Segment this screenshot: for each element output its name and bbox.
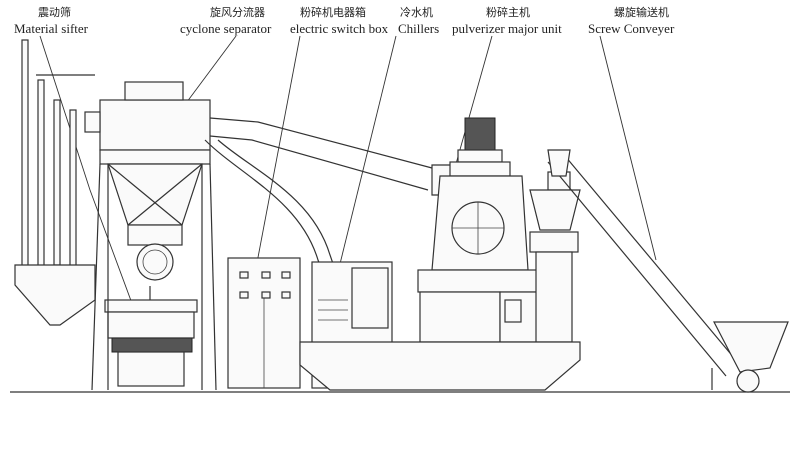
conveyer-inlet-hopper — [713, 321, 789, 373]
cyclone-rotary-valve-inner — [142, 249, 168, 275]
leader-screw-conveyer — [599, 35, 657, 261]
cyclone-brace-2 — [127, 163, 203, 226]
feeder-funnel — [529, 189, 581, 231]
switch-box-indicator-2 — [261, 271, 271, 279]
screw-conveyer-label-zh: 螺旋输送机 — [614, 6, 669, 19]
pulverizer-frame-left — [419, 291, 501, 343]
machine-base — [299, 341, 581, 391]
feeder-column — [535, 251, 573, 343]
material-sifter-label-zh: 震动筛 — [38, 6, 71, 19]
screw-conveyer-label-en: Screw Conveyer — [588, 21, 675, 36]
sifter-pipe-1 — [21, 39, 29, 276]
pulverizer-major-unit — [299, 117, 581, 391]
chillers-label-en: Chillers — [398, 21, 440, 36]
leader-material-sifter — [39, 35, 141, 326]
cyclone-neck — [127, 224, 183, 246]
cyclone-rotary-valve — [136, 243, 174, 281]
pulverizer-control-panel — [504, 299, 522, 323]
cyclone-leg-right — [209, 163, 217, 391]
pulverizer-major-unit-label-zh: 粉碎主机 — [486, 6, 530, 19]
vibrating-screen-body — [107, 311, 195, 339]
return-pipe-inner — [217, 139, 343, 291]
pulverizer-motor-mount — [457, 149, 503, 163]
screw-conveyer — [547, 149, 789, 393]
conveyer-discharge — [547, 149, 571, 177]
cyclone-cone — [107, 163, 203, 226]
return-pipe-outer — [204, 139, 331, 291]
cyclone-leg-left — [91, 163, 101, 391]
conveyer-tube-upper — [559, 149, 741, 366]
switch-box-button-3 — [281, 291, 291, 299]
chillers-label-zh: 冷水机 — [400, 6, 433, 19]
electric-switch-box-label-en: electric switch box — [290, 21, 389, 36]
duct-upper-edge — [209, 117, 433, 169]
vibrating-screen-stand — [117, 351, 185, 387]
sifter-pipe-3 — [53, 99, 61, 266]
pulverizer-base-plate — [417, 269, 539, 293]
vibrating-screen-top — [104, 299, 198, 313]
vibrating-screen-base — [111, 337, 193, 353]
cyclone-separator-label-zh: 旋风分流器 — [210, 6, 265, 19]
cyclone-separator-label-en: cyclone separator — [180, 21, 272, 36]
cyclone-side-inlet — [84, 111, 101, 133]
sifter-pipe-4 — [69, 109, 77, 271]
chiller-tank — [351, 267, 389, 329]
sifter-hopper — [14, 264, 96, 326]
pulverizer-major-unit-label-en: pulverizer major unit — [452, 21, 562, 36]
switch-box-indicator-3 — [281, 271, 291, 279]
feeder-gearbox — [529, 231, 579, 253]
cyclone-top-box — [99, 99, 211, 151]
material-sifter — [14, 39, 198, 387]
switch-box-indicator-1 — [239, 271, 249, 279]
conveyer-tube-lower — [547, 161, 727, 377]
pulverizer-upper-flange — [449, 161, 511, 177]
cyclone-brace-1 — [107, 163, 183, 226]
sifter-pipe-2 — [37, 79, 45, 271]
leader-electric-switch-box — [255, 35, 301, 269]
electric-switch-box — [227, 257, 301, 389]
electric-switch-box-label-zh: 粉碎机电器箱 — [300, 6, 366, 19]
material-sifter-label-en: Material sifter — [14, 21, 88, 36]
leader-chillers — [337, 35, 397, 273]
cyclone-separator — [84, 81, 217, 391]
switch-box-button-2 — [261, 291, 271, 299]
conveyer-drive-motor — [736, 369, 760, 393]
duct-lower-edge — [209, 135, 429, 191]
cyclone-collar — [99, 149, 211, 165]
switch-box-button-1 — [239, 291, 249, 299]
cyclone-cap — [124, 81, 184, 101]
